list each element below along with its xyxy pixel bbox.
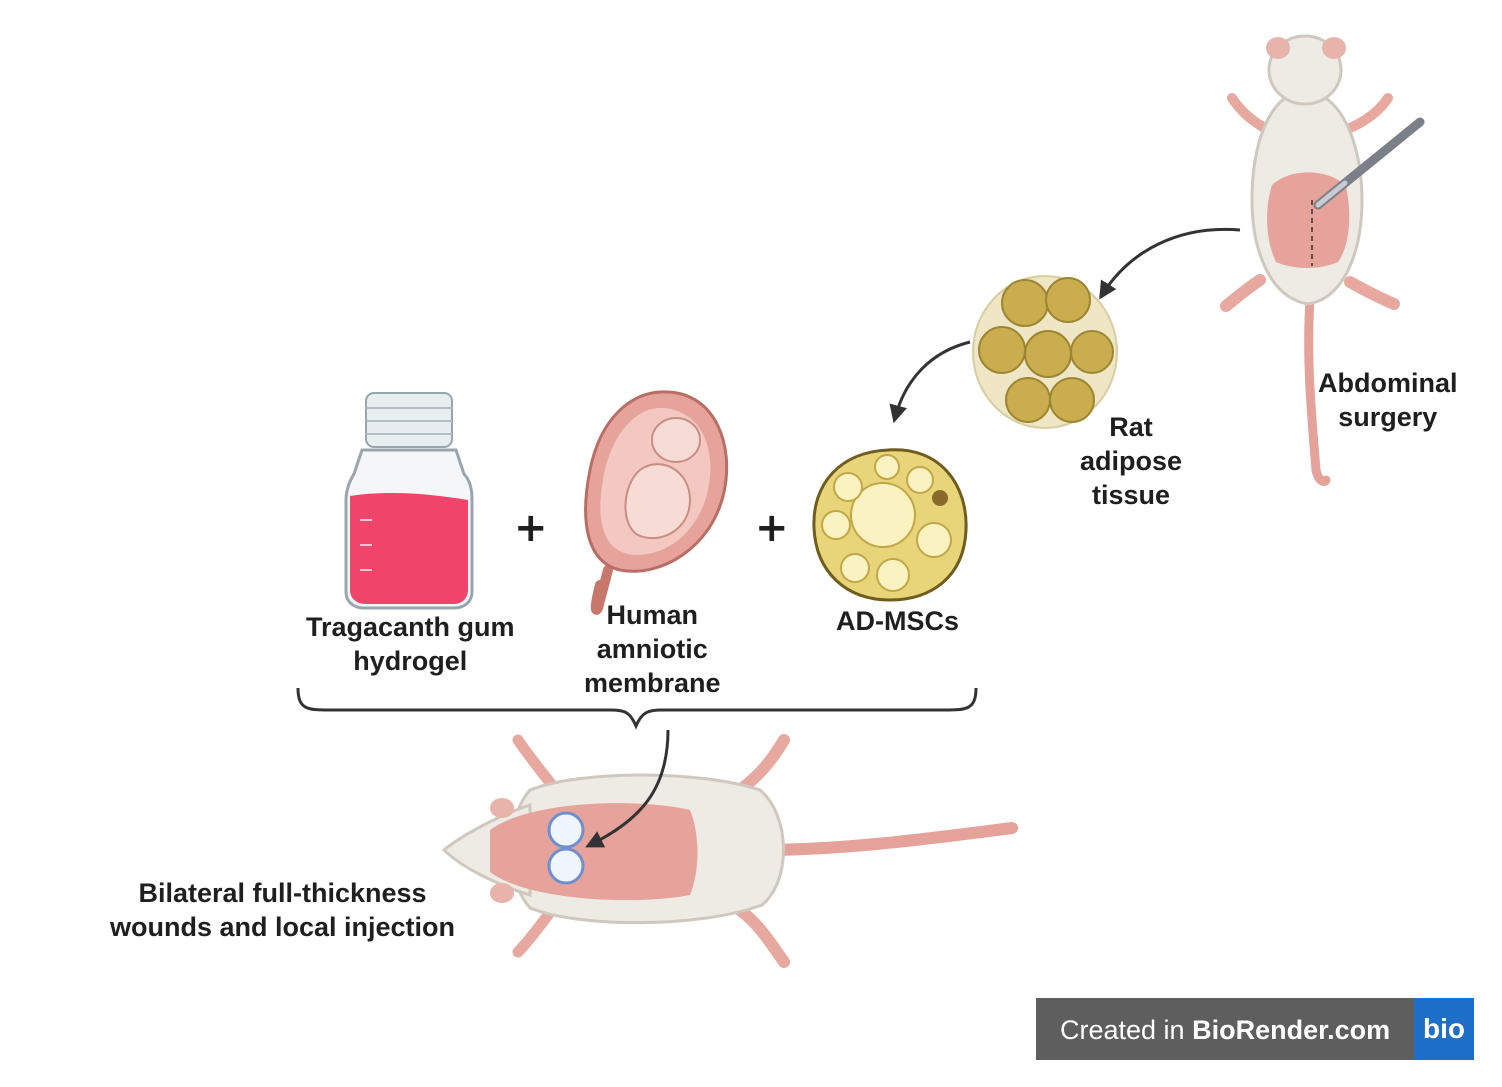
label-rat-adipose-tissue: Rat adipose tissue [1080, 410, 1182, 512]
label-line: wounds and local injection [110, 912, 456, 942]
label-line: membrane [584, 668, 721, 698]
label-human-amniotic-membrane: Human amniotic membrane [584, 598, 721, 700]
badge-text: Created in BioRender.com [1060, 1014, 1390, 1046]
label-line: Tragacanth gum [306, 612, 515, 642]
arrow-to-wounds [585, 729, 670, 848]
label-tragacanth-gum-hydrogel: Tragacanth gum hydrogel [306, 610, 515, 678]
label-line: surgery [1338, 402, 1438, 432]
badge-prefix: Created in [1060, 1015, 1193, 1045]
arrow-tissue-to-cells [889, 340, 971, 424]
label-line: tissue [1091, 480, 1171, 510]
label-line: adipose [1080, 446, 1183, 476]
label-ad-mscs: AD-MSCs [836, 604, 959, 638]
label-line: Human [606, 600, 699, 630]
label-line: AD-MSCs [836, 606, 960, 636]
plus-sign: + [514, 505, 548, 551]
arrow-surgery-to-tissue [1099, 227, 1241, 300]
label-line: amniotic [596, 634, 708, 664]
badge-brand: BioRender.com [1192, 1015, 1391, 1045]
label-line: Bilateral full-thickness [138, 878, 427, 908]
rat-wound-model-icon [441, 734, 1018, 968]
label-line: Rat [1109, 412, 1153, 442]
biorender-badge[interactable]: Created in BioRender.com bio [1036, 998, 1474, 1060]
label-line: hydrogel [353, 646, 468, 676]
adipose-stem-cell-icon [812, 448, 968, 602]
label-bilateral-wounds: Bilateral full-thickness wounds and loca… [110, 876, 455, 944]
grouping-brace [296, 687, 978, 730]
hydrogel-vial-icon [344, 392, 474, 610]
fetus-in-uterus-icon [584, 390, 729, 615]
adipose-tissue-cluster-icon [972, 275, 1118, 429]
label-abdominal-surgery: Abdominal surgery [1318, 366, 1458, 434]
rat-abdominal-surgery-icon [1220, 34, 1425, 486]
biorender-logo-icon: bio [1414, 998, 1474, 1060]
label-line: Abdominal [1318, 368, 1458, 398]
plus-sign: + [755, 505, 789, 551]
